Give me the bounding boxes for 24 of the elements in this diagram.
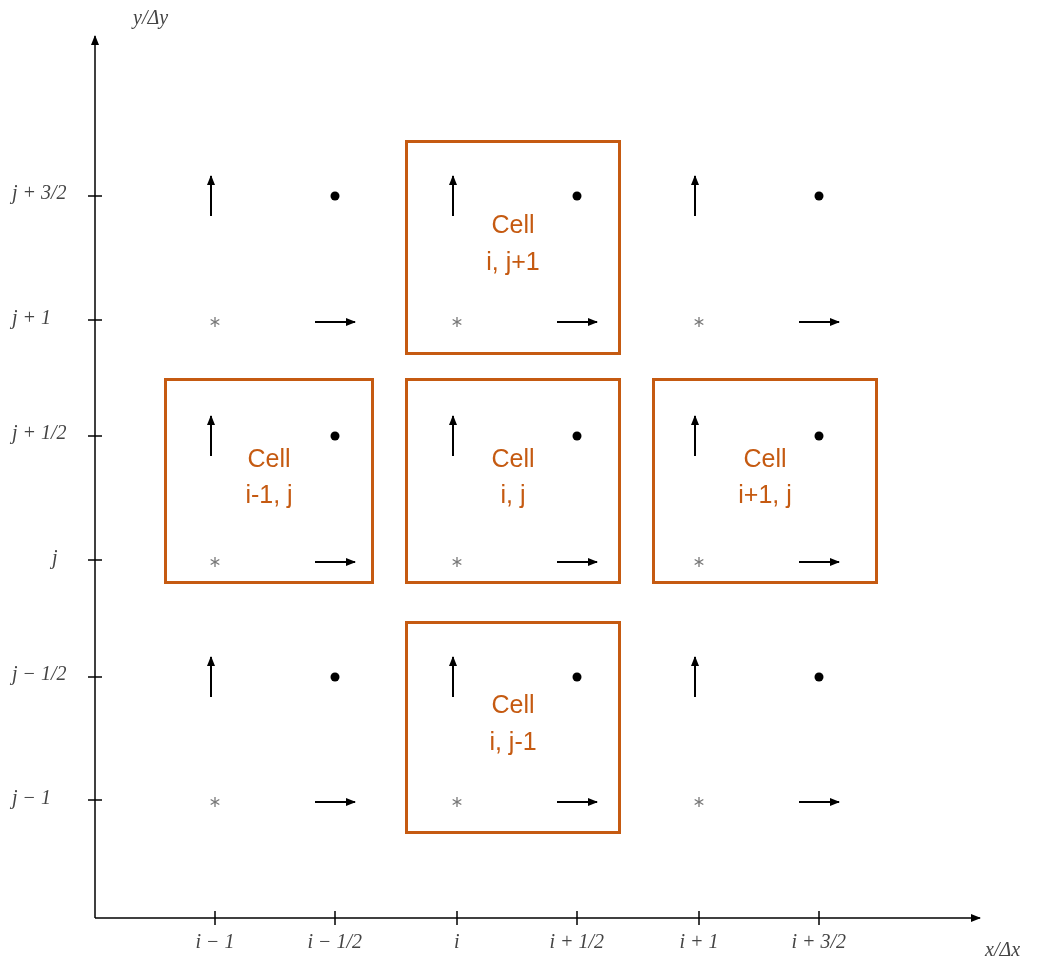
tick-label: j − 1/2 xyxy=(12,662,67,685)
axis-title: y/Δy xyxy=(133,6,169,29)
tick-label: j xyxy=(52,546,58,569)
tick-label: i − 1 xyxy=(195,930,235,953)
tick-label: i + 1 xyxy=(679,930,719,953)
cell-label: Cell i+1, j xyxy=(737,442,793,510)
cell-box xyxy=(405,621,621,834)
cell-box xyxy=(405,140,621,355)
cell-label: Cell i-1, j xyxy=(244,442,294,510)
cell-label: Cell i, j-1 xyxy=(488,689,538,757)
tick-label: i xyxy=(454,930,460,953)
tick-label: j + 1/2 xyxy=(12,421,67,444)
tick-label: j + 3/2 xyxy=(12,181,67,204)
tick-label: j − 1 xyxy=(12,786,52,809)
axis-title: x/Δx xyxy=(985,938,1021,961)
cell-label: Cell i, j+1 xyxy=(485,209,541,277)
cell-box xyxy=(405,378,621,584)
tick-label: j + 1 xyxy=(12,306,52,329)
cell-box xyxy=(652,378,878,584)
tick-label: i + 3/2 xyxy=(791,930,847,953)
cell-label: Cell i, j xyxy=(490,442,536,510)
tick-label: i + 1/2 xyxy=(549,930,605,953)
tick-label: i − 1/2 xyxy=(307,930,363,953)
cell-box xyxy=(164,378,374,584)
